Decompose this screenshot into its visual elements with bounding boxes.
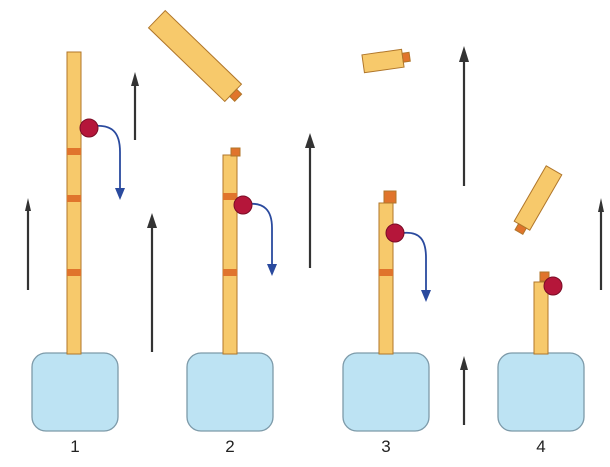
panel-label-1: 1 <box>70 437 80 456</box>
rod-segment <box>533 281 549 355</box>
base-tank <box>31 352 119 432</box>
downward-curve-arrow <box>401 231 427 298</box>
arrow-head <box>598 198 604 212</box>
arrow-head <box>267 264 277 276</box>
released-segment <box>513 165 563 235</box>
panel-1 <box>25 51 157 432</box>
bead <box>543 276 563 296</box>
band <box>67 195 81 202</box>
downward-curve-arrow <box>245 202 273 272</box>
base-tank <box>342 352 430 432</box>
rod-segment <box>66 51 82 355</box>
panel-4 <box>497 165 604 432</box>
bead <box>385 223 405 243</box>
arrow-head <box>147 213 157 228</box>
band <box>67 269 81 276</box>
released-segment <box>361 48 411 74</box>
arrow-head <box>460 356 468 370</box>
band <box>223 193 237 200</box>
rod-segment <box>222 154 238 355</box>
released-segment <box>147 9 243 103</box>
arrow-head <box>459 46 469 62</box>
band <box>67 148 81 155</box>
band <box>379 269 393 276</box>
rod-tip <box>230 147 241 157</box>
base-tank <box>186 352 274 432</box>
panel-label-4: 4 <box>536 437 546 456</box>
arrow-head <box>115 188 125 200</box>
band <box>223 269 237 276</box>
panel-label-2: 2 <box>225 437 235 456</box>
arrow-head <box>421 290 431 302</box>
panel-2 <box>147 9 315 432</box>
rod-tip <box>383 190 397 204</box>
panel-label-3: 3 <box>381 437 391 456</box>
base-tank <box>497 352 585 432</box>
panel-3 <box>342 46 469 432</box>
downward-curve-arrow <box>91 124 121 196</box>
arrow-head <box>25 198 31 211</box>
rod-tip <box>539 271 550 282</box>
arrow-head <box>305 133 315 148</box>
arrow-head <box>131 72 139 86</box>
bead <box>233 195 253 215</box>
bead <box>79 118 99 138</box>
